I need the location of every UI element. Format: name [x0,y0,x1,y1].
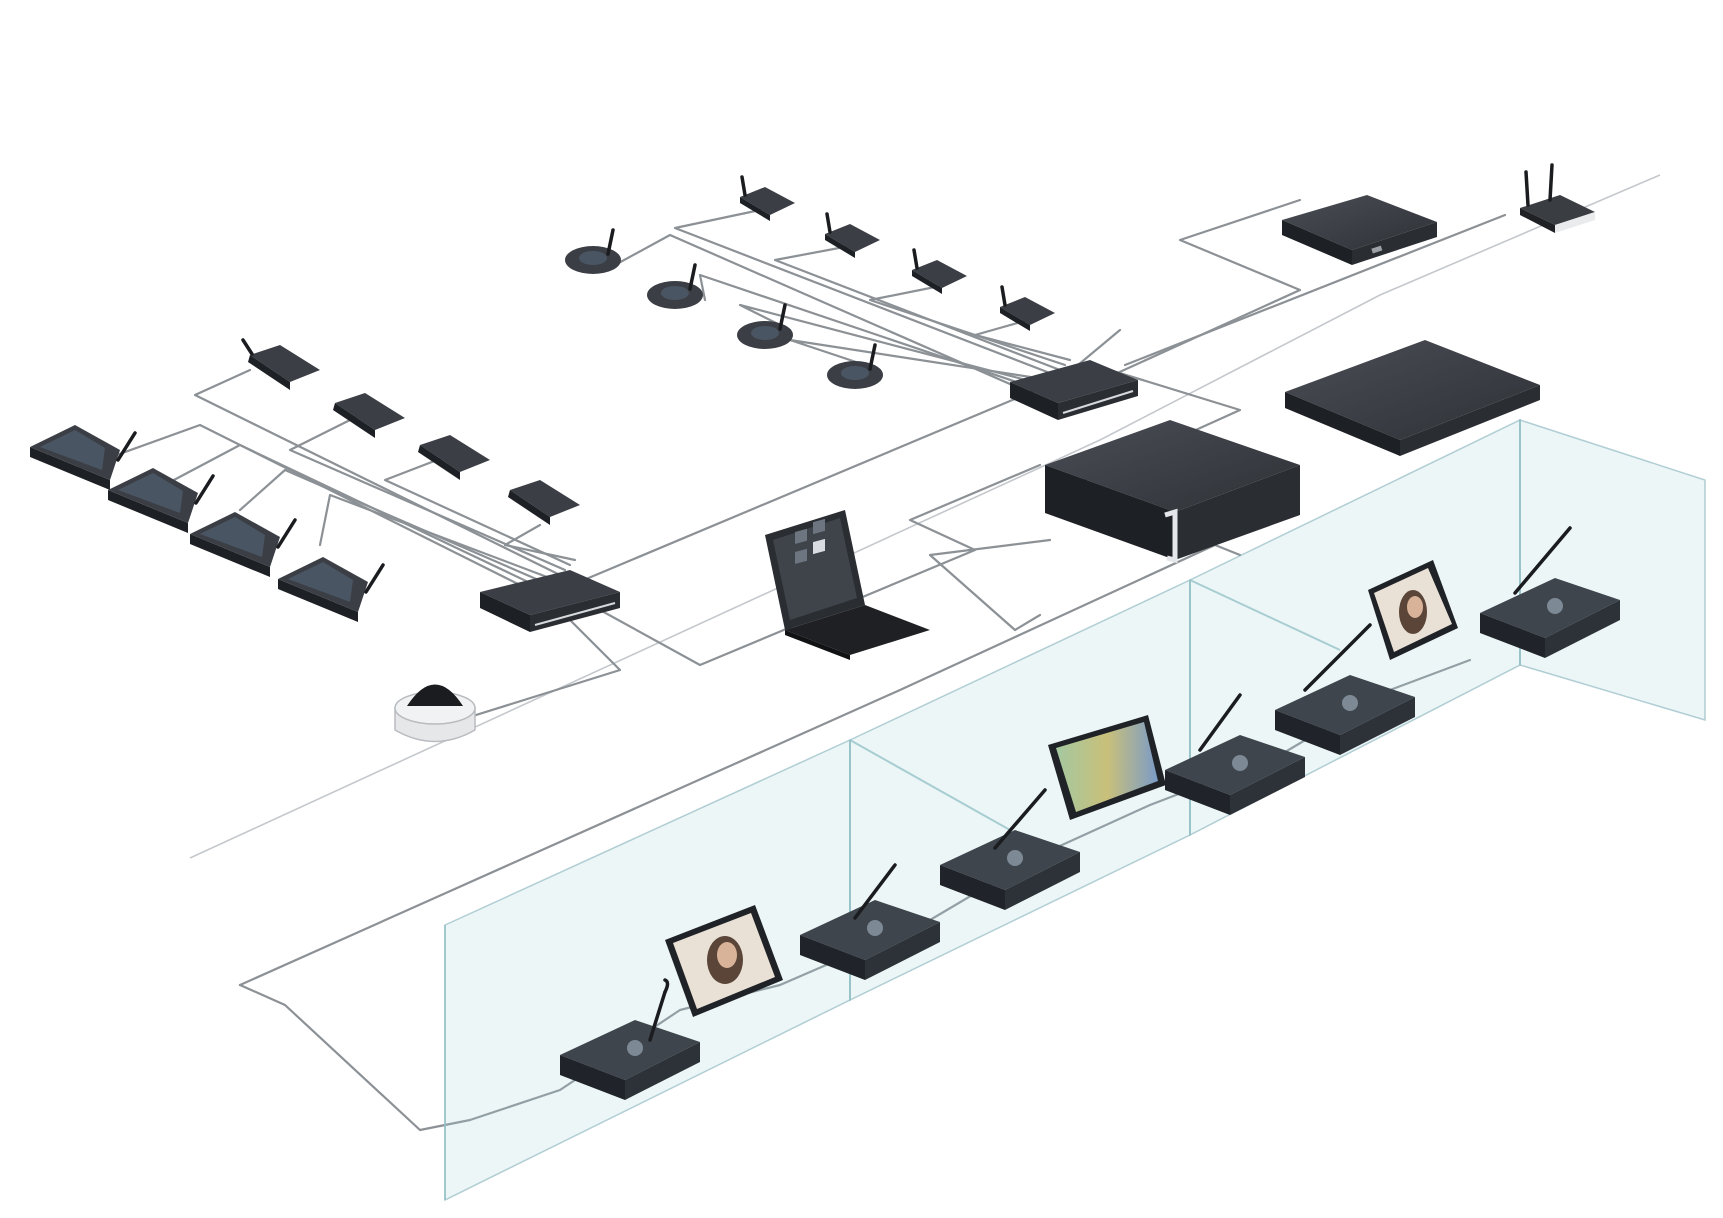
gooseneck-mic-icon[interactable] [647,263,703,309]
discussion-unit-icon[interactable] [418,435,490,480]
monitor-icon[interactable] [1368,560,1458,660]
camera-cable [458,618,622,722]
front-loop-cable [238,543,1242,987]
tablet-unit-icon[interactable] [278,557,385,622]
monitor-icon[interactable] [1048,715,1166,820]
gooseneck-mic-icon[interactable] [825,212,880,258]
desk-loop-cable [928,538,1052,632]
discussion-unit-icon[interactable] [508,480,580,525]
gooseneck-mic-icon[interactable] [912,248,967,294]
interpreter-desk-icon[interactable] [1480,526,1620,658]
switch-icon[interactable] [480,570,620,632]
interpreter-desk-icon[interactable] [1275,623,1415,755]
lower-return-cable [238,983,472,1132]
discussion-unit-icon[interactable] [241,338,320,390]
interpreter-desk-icon[interactable] [800,863,940,980]
booth-glass-left [444,738,851,1202]
server-icon[interactable] [1045,420,1300,564]
wifi-router-icon[interactable] [1520,163,1595,233]
media-box-icon[interactable] [1282,195,1437,265]
gooseneck-mic-icon[interactable] [737,303,793,349]
interpreter-desk-icon[interactable] [560,978,700,1100]
booth-divider [1189,579,1341,651]
trunk-cable [189,174,1661,859]
gooseneck-microphone-units [565,175,1055,389]
booth-divider [849,739,1011,831]
interpreter-monitors [665,560,1458,1017]
discussion-unit-icon[interactable] [333,393,405,438]
interpreter-desks [560,526,1620,1100]
gooseneck-mic-icon[interactable] [827,343,883,389]
tablet-delegate-units [30,425,385,622]
gooseneck-mic-icon[interactable] [740,175,795,221]
monitor-icon[interactable] [665,905,783,1017]
rack-server-icon[interactable] [1285,340,1540,456]
gooseneck-mic-icon[interactable] [565,228,621,274]
tablet-unit-icon[interactable] [108,468,215,533]
wifi-cable [1123,213,1507,367]
gooseneck-mic-icon[interactable] [1000,285,1055,331]
media-player-cable [1078,198,1302,392]
left-cable-bundle [73,368,577,597]
network-switches [480,360,1138,632]
interpreter-desk-icon[interactable] [1165,693,1305,815]
booth-glass-side-right [1519,418,1706,722]
interpreter-desk-icon[interactable] [940,788,1080,910]
interpreter-booths [444,418,1706,1202]
wireless-discussion-units [241,338,580,525]
dome-camera-icon[interactable] [394,684,476,743]
laptop-icon[interactable] [765,510,930,660]
tablet-unit-icon[interactable] [190,512,297,577]
tablet-unit-icon[interactable] [30,425,137,490]
switch-icon[interactable] [1010,360,1138,420]
